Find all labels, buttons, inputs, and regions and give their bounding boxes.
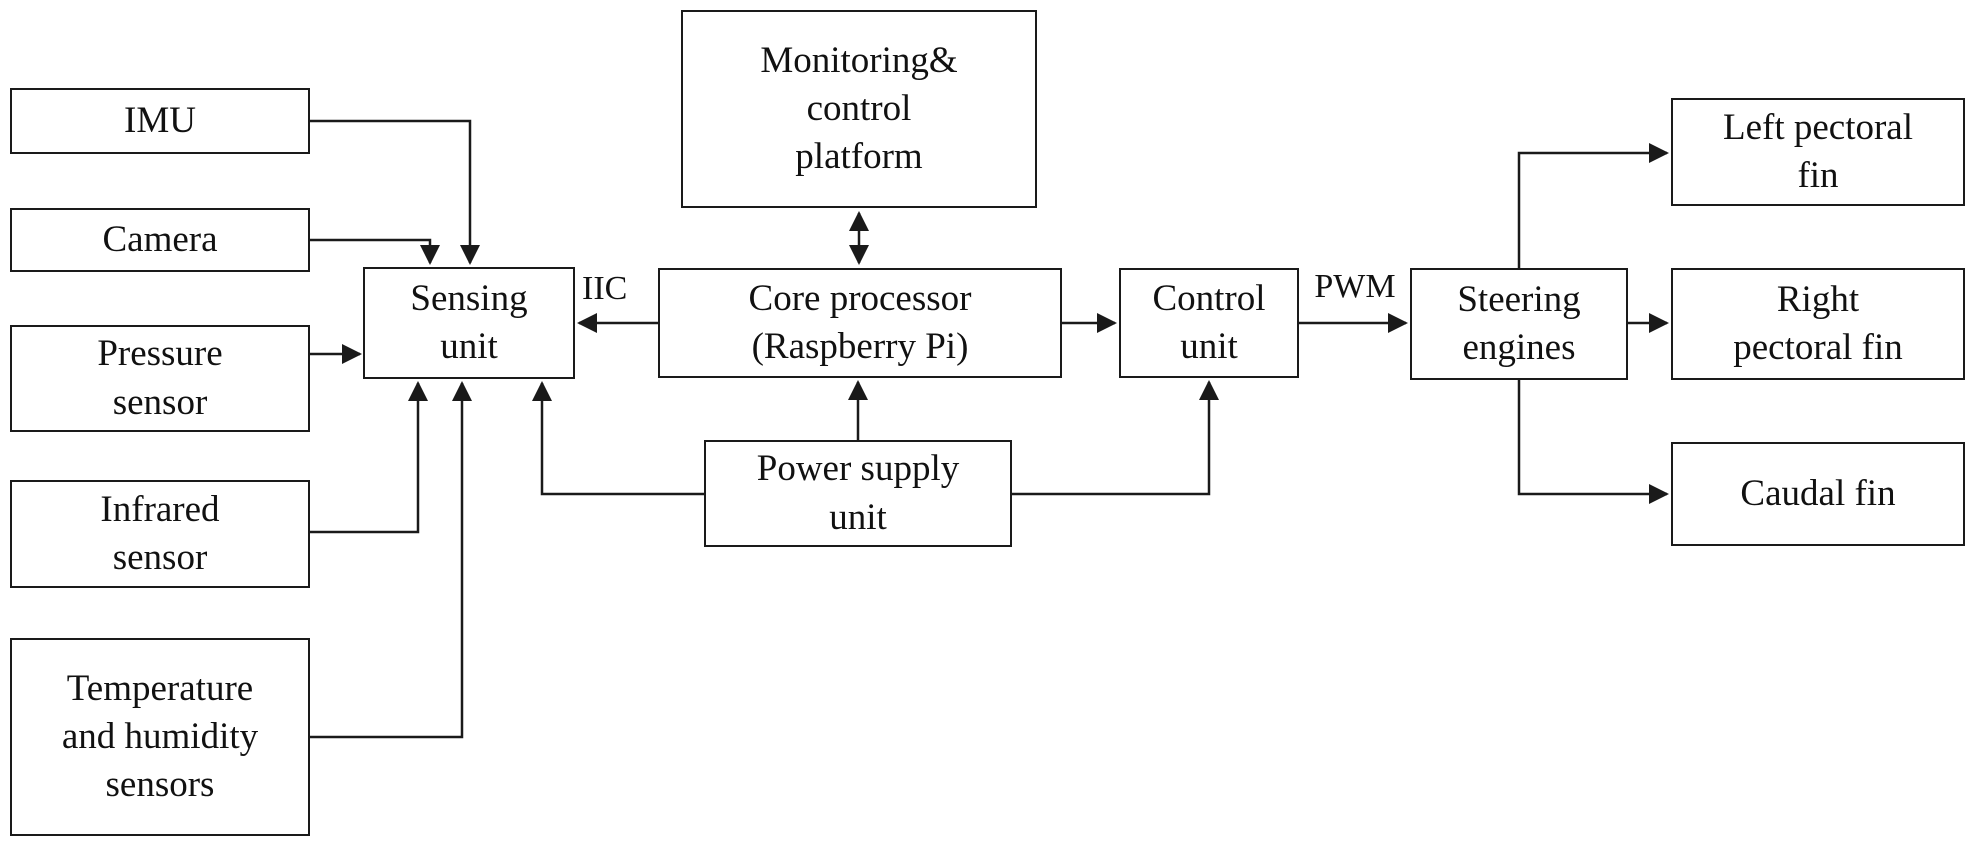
node-imu: IMU <box>10 88 310 154</box>
node-control-unit: Control unit <box>1119 268 1299 378</box>
edge-steering-to-caudal-fin <box>1517 380 1669 504</box>
node-power-supply-unit: Power supply unit <box>704 440 1012 547</box>
node-pressure-sensor: Pressure sensor <box>10 325 310 432</box>
node-temperature-humidity-sensors: Temperature and humidity sensors <box>10 638 310 836</box>
edge-imu-to-sensing <box>310 119 480 265</box>
node-core-processor: Core processor (Raspberry Pi) <box>658 268 1062 378</box>
edge-power-to-sensing <box>532 381 704 496</box>
edge-camera-to-sensing <box>310 238 440 265</box>
edge-power-to-control <box>1012 380 1219 496</box>
edge-steering-to-left-fin <box>1517 143 1669 268</box>
node-sensing-unit: Sensing unit <box>363 267 575 379</box>
node-caudal-fin: Caudal fin <box>1671 442 1965 546</box>
node-infrared-sensor: Infrared sensor <box>10 480 310 588</box>
node-camera: Camera <box>10 208 310 272</box>
node-steering-engines: Steering engines <box>1410 268 1628 380</box>
edge-temp-to-sensing <box>310 381 472 739</box>
node-right-pectoral-fin: Right pectoral fin <box>1671 268 1965 380</box>
node-monitoring-control-platform: Monitoring& control platform <box>681 10 1037 208</box>
node-left-pectoral-fin: Left pectoral fin <box>1671 98 1965 206</box>
edge-label-iic: IIC <box>582 270 628 307</box>
edge-label-pwm: PWM <box>1314 268 1396 305</box>
edge-infrared-to-sensing <box>310 381 428 534</box>
